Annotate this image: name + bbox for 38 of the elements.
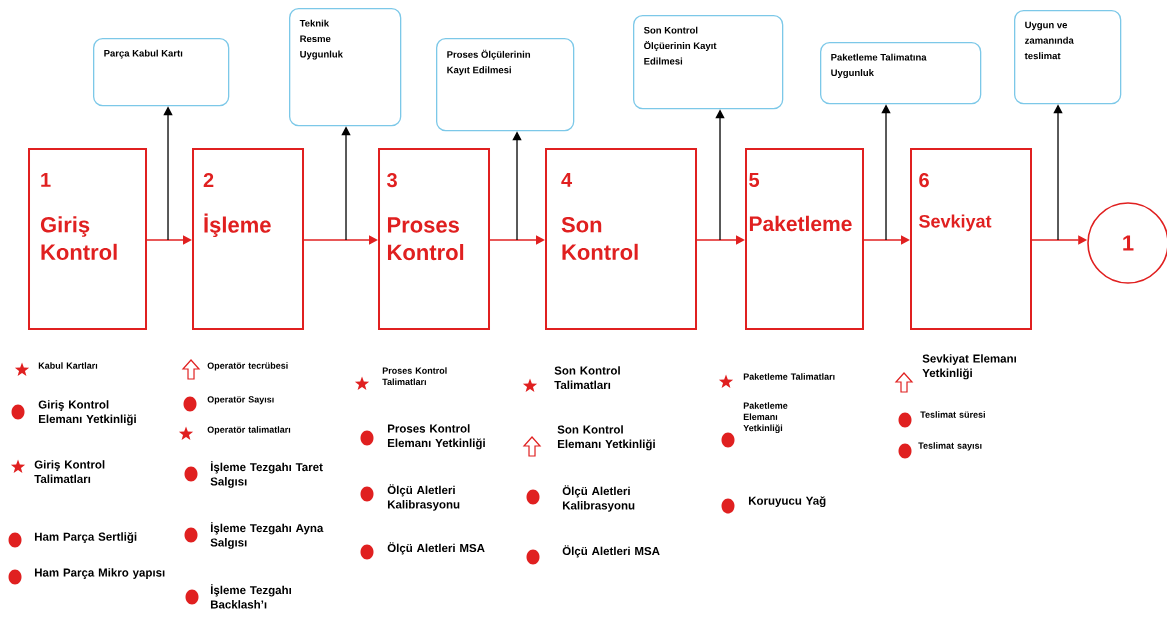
factor-text: İşleme Tezgahı Ayna Salgısı [210, 522, 324, 549]
factor-text: Giriş Kontrol Talimatları [34, 460, 105, 484]
process-box: 4 Son Kontrol [545, 148, 697, 330]
factor-text: Son Kontrol Talimatları [554, 366, 620, 390]
factor-text: Paketleme Talimatları [743, 373, 835, 380]
process-box: 3 Proses Kontrol [378, 148, 490, 330]
factor-text: Operatör tecrübesi [207, 362, 288, 371]
factor-text: Ölçü Aletleri MSA [562, 545, 660, 558]
factor-text: Ölçü Aletleri MSA [387, 542, 485, 555]
factor-text: Teslimat süresi [920, 411, 985, 418]
result-box: Parça Kabul Kartı [93, 38, 230, 107]
arrow [303, 235, 378, 245]
factor-text: Son Kontrol Elemanı Yetkinliği [557, 425, 655, 451]
factor-text: Teslimat sayısı [918, 442, 982, 451]
factor-text: Kabul Kartları [38, 362, 98, 369]
process-box: 6 Sevkiyat [910, 148, 1032, 330]
process-box: 5 Paketleme [745, 148, 864, 330]
process-box: 1 Giriş Kontrol [28, 148, 147, 330]
result-box: Proses Ölçülerinin Kayıt Edilmesi [436, 38, 575, 132]
factor-text: Giriş Kontrol Elemanı Yetkinliği [38, 400, 136, 426]
factor-text: Operatör talimatları [207, 426, 291, 435]
factor-text: Operatör Sayısı [207, 396, 274, 405]
factor-text: Ölçü Aletleri Kalibrasyonu [562, 485, 635, 512]
factor-text: Ölçü Aletleri Kalibrasyonu [387, 484, 460, 511]
factor-text: Koruyucu Yağ [748, 496, 826, 508]
factor-text: Proses Kontrol Elemanı Yetkinliği [388, 424, 485, 450]
result-box: Son Kontrol Ölçüerinin Kayıt Edilmesi [633, 15, 784, 110]
process-box: 2 İşleme [192, 148, 304, 330]
result-box: Uygun ve zamanında teslimat [1014, 10, 1122, 105]
factor-text: İşleme Tezgahı Backlash’ı [211, 584, 291, 609]
factor-text: Paketleme Elemanı Yetkinliği [743, 402, 788, 434]
result-box: Teknik Resme Uygunluk [289, 8, 402, 127]
result-box: Paketleme Talimatına Uygunluk [820, 42, 982, 105]
factor-text: Sevkiyat Elemanı Yetkinliği [922, 354, 1016, 380]
factor-text: Proses Kontrol Talimatları [382, 367, 447, 385]
factor-text: İşleme Tezgahı Taret Salgısı [210, 461, 323, 488]
factor-text: Ham Parça Sertliği [35, 532, 137, 544]
factor-text: Ham Parça Mikro yapısı [35, 568, 165, 579]
